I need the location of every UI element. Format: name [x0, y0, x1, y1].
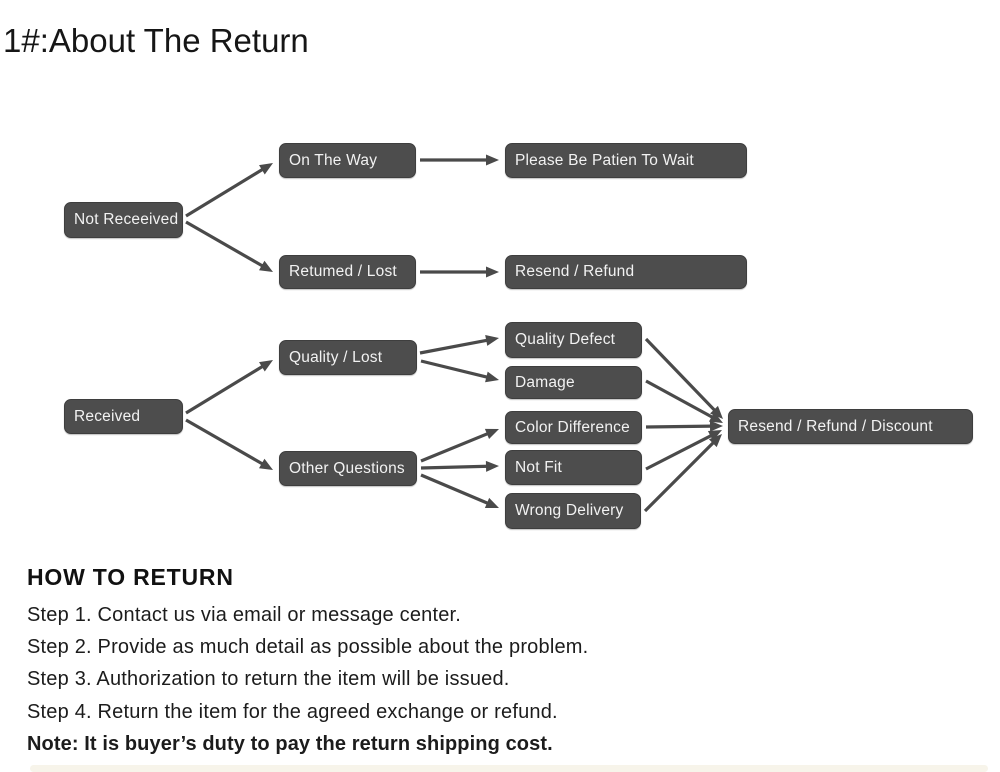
flow-arrow-line: [420, 464, 489, 470]
flow-arrow-head: [709, 420, 723, 432]
flow-node-other-questions: Other Questions: [279, 451, 417, 486]
flow-node-not-fit: Not Fit: [505, 450, 642, 485]
flow-node-resend-refund-discount: Resend / Refund / Discount: [728, 409, 973, 444]
flow-node-damage: Damage: [505, 366, 642, 399]
flow-arrow-head: [486, 154, 499, 166]
flow-arrow-head: [485, 460, 499, 472]
how-to-return-heading: HOW TO RETURN: [27, 564, 234, 590]
flow-arrow-line: [420, 431, 490, 463]
flow-arrow-head: [485, 371, 499, 383]
flow-arrow-line: [185, 418, 265, 466]
flow-arrow-head: [258, 260, 273, 272]
flow-arrow-head: [710, 405, 723, 419]
flow-node-received: Received: [64, 399, 183, 434]
flow-arrow-line: [645, 424, 713, 429]
flow-arrow-line: [185, 167, 265, 218]
flow-node-returned-lost: Retumed / Lost: [279, 255, 416, 289]
flow-arrow-line: [420, 359, 489, 379]
flow-arrow-line: [645, 433, 713, 471]
return-step-1: Step 1. Contact us via email or message …: [27, 604, 462, 626]
flow-node-please-wait: Please Be Patien To Wait: [505, 143, 747, 178]
flow-arrow-line: [185, 364, 265, 415]
flow-node-on-the-way: On The Way: [279, 143, 416, 178]
flow-arrow-head: [486, 266, 499, 278]
return-note: Note: It is buyer’s duty to pay the retu…: [27, 732, 553, 755]
flow-arrow-head: [258, 458, 273, 470]
flow-arrow-line: [643, 440, 716, 513]
bottom-partial-bar: [30, 765, 988, 772]
flow-arrow-head: [259, 360, 273, 372]
return-step-4: Step 4. Return the item for the agreed e…: [27, 700, 558, 723]
flow-arrow-line: [645, 379, 715, 420]
flow-arrow-line: [419, 338, 489, 355]
flow-arrow-line: [185, 220, 265, 268]
flow-node-not-received: Not Receeived: [64, 202, 183, 238]
how-to-return-section: HOW TO RETURN Step 1. Contact us via ema…: [27, 563, 588, 760]
flow-arrow-head: [485, 335, 499, 346]
flow-node-color-difference: Color Difference: [505, 411, 642, 444]
flow-arrow-line: [420, 473, 490, 506]
flow-node-wrong-delivery: Wrong Delivery: [505, 493, 641, 529]
flow-arrow-line: [644, 337, 717, 413]
flow-arrow-head: [484, 428, 499, 440]
page-title: 1#:About The Return: [3, 22, 309, 59]
flow-node-resend-refund: Resend / Refund: [505, 255, 747, 289]
flow-node-quality-defect: Quality Defect: [505, 322, 642, 358]
return-step-3: Step 3. Authorization to return the item…: [27, 668, 510, 691]
flow-arrow-head: [259, 163, 273, 175]
flow-arrow-head: [707, 430, 722, 441]
return-step-2: Step 2. Provide as much detail as possib…: [27, 636, 589, 659]
flow-node-quality-lost: Quality / Lost: [279, 340, 417, 375]
flow-arrow-head: [708, 434, 722, 448]
flow-arrow-head: [708, 411, 723, 423]
flow-arrow-head: [484, 497, 499, 508]
